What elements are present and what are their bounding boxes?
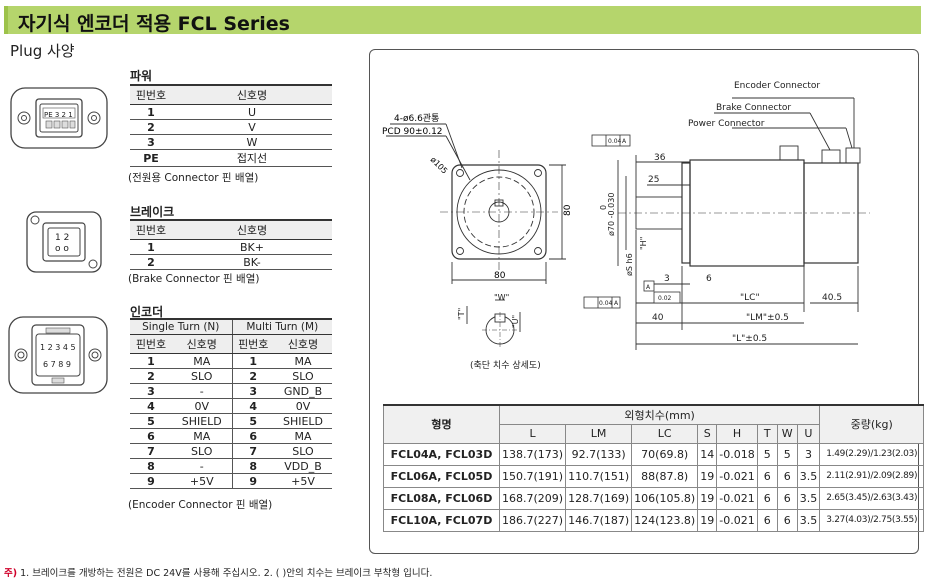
svg-text:Encoder Connector: Encoder Connector (734, 81, 820, 91)
svg-text:"U": "U" (511, 315, 520, 328)
plug-spec-title: Plug 사양 (10, 42, 75, 60)
svg-text:"T": "T" (457, 308, 466, 320)
svg-text:A: A (622, 138, 627, 145)
svg-text:A: A (646, 284, 651, 291)
svg-text:25: 25 (648, 175, 659, 185)
svg-text:36: 36 (654, 153, 666, 163)
svg-text:PCD 90±0.12: PCD 90±0.12 (382, 127, 443, 137)
encoder-caption: (Encoder Connector 핀 배열) (128, 499, 273, 511)
power-connector-diagram: PE 3 2 1 (10, 87, 108, 149)
svg-text:A: A (614, 300, 619, 307)
svg-text:4-ø6.6관통: 4-ø6.6관통 (394, 113, 439, 124)
svg-text:"W": "W" (494, 293, 509, 302)
brake-connector-diagram: 1 2 o o (26, 211, 102, 273)
title-bar: 자기식 엔코더 적용 FCL Series (4, 6, 921, 35)
brake-caption: (Brake Connector 핀 배열) (128, 273, 260, 285)
svg-text:0: 0 (599, 205, 608, 210)
svg-text:"LM"±0.5: "LM"±0.5 (746, 313, 789, 323)
svg-text:"L"±0.5: "L"±0.5 (732, 334, 767, 344)
brake-label: 브레이크 (130, 205, 175, 219)
svg-text:ø105: ø105 (429, 155, 450, 176)
brake-pin-bottom: o o (55, 244, 69, 254)
svg-text:40.5: 40.5 (822, 293, 842, 303)
svg-text:Brake Connector: Brake Connector (716, 103, 791, 113)
encoder-label: 인코더 (130, 305, 164, 319)
power-label: 파워 (130, 69, 153, 83)
encoder-pins-top: 1 2 3 4 5 (40, 343, 76, 352)
svg-text:øS h6: øS h6 (625, 253, 634, 276)
brake-pin-top: 1 2 (55, 233, 69, 243)
encoder-pin-table: Single Turn (N) Multi Turn (M) 핀번호 신호명 핀… (130, 318, 332, 489)
svg-text:0.04: 0.04 (608, 138, 622, 145)
svg-text:80: 80 (563, 204, 573, 216)
svg-text:3: 3 (664, 274, 670, 284)
outline-drawing: 4-ø6.6관통 PCD 90±0.12 ø105 80 80 Encoder … (382, 81, 870, 371)
svg-text:Power Connector: Power Connector (688, 119, 765, 129)
svg-text:"H": "H" (639, 237, 648, 250)
svg-text:"LC": "LC" (740, 293, 760, 303)
footnote: 주) 1. 브레이크를 개방하는 전원은 DC 24V를 사용해 주십시오. 2… (4, 568, 433, 579)
power-caption: (전원용 Connector 핀 배열) (128, 172, 259, 184)
svg-text:80: 80 (494, 271, 506, 281)
svg-text:ø70 -0.030: ø70 -0.030 (607, 193, 616, 236)
encoder-pins-bottom: 6 7 8 9 (43, 360, 71, 369)
power-pin-labels: PE 3 2 1 (44, 111, 73, 119)
svg-text:0.04: 0.04 (599, 300, 613, 307)
key-detail-caption: (축단 치수 상세도) (470, 359, 541, 371)
page-title: 자기식 엔코더 적용 FCL Series (18, 13, 290, 35)
svg-text:6: 6 (706, 274, 712, 284)
encoder-connector-diagram: 1 2 3 4 5 6 7 8 9 (8, 316, 108, 394)
svg-text:0.02: 0.02 (658, 295, 672, 302)
svg-text:40: 40 (652, 313, 664, 323)
